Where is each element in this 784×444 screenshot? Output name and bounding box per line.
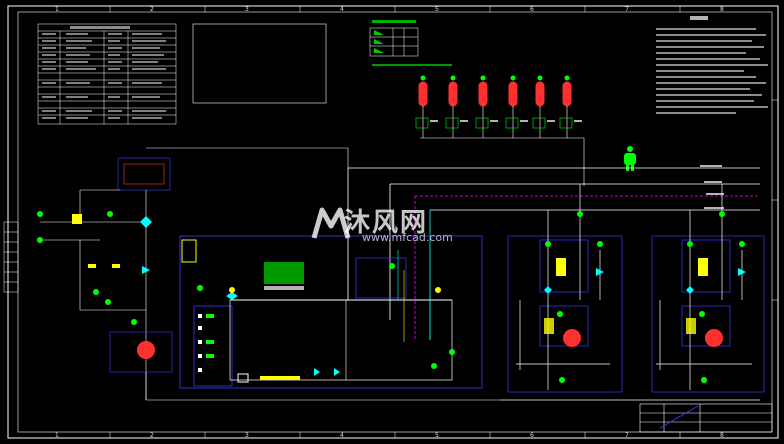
- pump-station-b: [500, 184, 765, 401]
- mf-logo-icon: [311, 207, 351, 239]
- bottom-border-number: 6: [530, 432, 534, 439]
- bottom-border-number: 3: [245, 432, 249, 439]
- nitrogen-bottle: [624, 146, 636, 171]
- bottom-border-number: 4: [340, 432, 344, 439]
- left-legend: [3, 221, 19, 293]
- supply-header: [347, 167, 760, 340]
- filter-block: [355, 257, 407, 299]
- main-tank: [179, 235, 483, 389]
- level-gauges: [264, 262, 304, 284]
- top-border-number: 3: [245, 6, 249, 13]
- valve-legend: [369, 27, 419, 57]
- border-ticks: [109, 6, 778, 438]
- bottom-border-number: 5: [435, 432, 439, 439]
- left-pump: [137, 341, 155, 359]
- top-border-number: 4: [340, 6, 344, 13]
- top-border-number: 5: [435, 6, 439, 13]
- top-border-number: 8: [720, 6, 724, 13]
- top-border-number: 2: [150, 6, 154, 13]
- bottom-border-number: 7: [625, 432, 629, 439]
- bottom-border-number: 8: [720, 432, 724, 439]
- title-block: [639, 403, 773, 433]
- top-border-number: 6: [530, 6, 534, 13]
- bottom-border-number: 1: [55, 432, 59, 439]
- watermark-brand: 沐风网: [344, 208, 429, 238]
- spec-table: [37, 23, 177, 125]
- spec-table-text: [42, 26, 166, 119]
- accumulator-bank: [415, 75, 585, 186]
- blank-frame: [192, 23, 327, 104]
- watermark-url: www.mfcad.com: [362, 231, 453, 244]
- pump-station-a: [507, 184, 623, 393]
- top-border-number: 7: [625, 6, 629, 13]
- bottom-border-number: 2: [150, 432, 154, 439]
- top-border-number: 1: [55, 6, 59, 13]
- notes-block: [656, 16, 768, 114]
